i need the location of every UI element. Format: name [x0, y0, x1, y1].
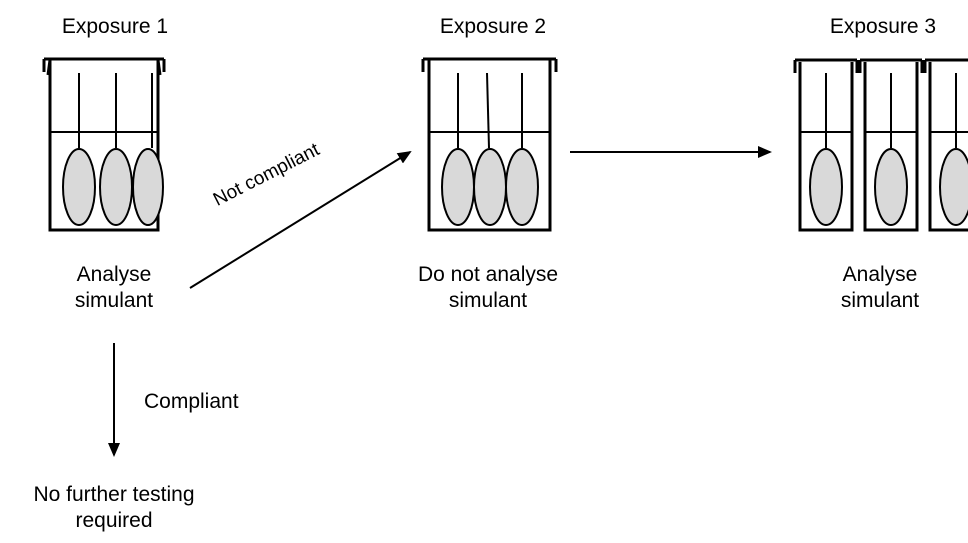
exposure-2-caption: Do not analyse simulant: [388, 262, 588, 314]
exposure-2-beaker: [421, 57, 558, 232]
exposure-1-beaker: [42, 57, 166, 232]
exposure-1-sample-2: [99, 73, 133, 226]
exposure-2-sample-3: [505, 73, 539, 226]
exposure-3-beaker-3: [923, 58, 968, 232]
exposure-1-sample-3: [132, 73, 164, 226]
exposure-2-sample-2: [473, 72, 507, 226]
outcome-line1: No further testing: [33, 483, 195, 506]
exposure-3-title: Exposure 3: [829, 15, 937, 38]
outcome-line2: required: [75, 509, 153, 532]
exposure-1-title: Exposure 1: [61, 15, 169, 38]
exposure-3-beaker-2: [858, 58, 924, 232]
exposure-3-caption-line2: simulant: [840, 289, 920, 312]
exposure-2-caption-line2: simulant: [448, 289, 528, 312]
outcome-label: No further testing required: [0, 482, 228, 534]
exposure-3-caption: Analyse simulant: [805, 262, 955, 314]
exposure-1-caption: Analyse simulant: [40, 262, 188, 314]
exposure-3-caption-line1: Analyse: [842, 263, 918, 286]
compliant-label: Compliant: [144, 390, 239, 413]
exposure-2-title: Exposure 2: [439, 15, 547, 38]
exposure-2-caption-line1: Do not analyse: [417, 263, 559, 286]
exposure-3-beaker-1: [793, 58, 859, 232]
exposure-2-sample-1: [441, 73, 475, 226]
not-compliant-arrow: [189, 150, 412, 289]
exposure-1-caption-line1: Analyse: [76, 263, 152, 286]
exposure-1-sample-1: [62, 73, 96, 226]
exposure-1-caption-line2: simulant: [74, 289, 154, 312]
